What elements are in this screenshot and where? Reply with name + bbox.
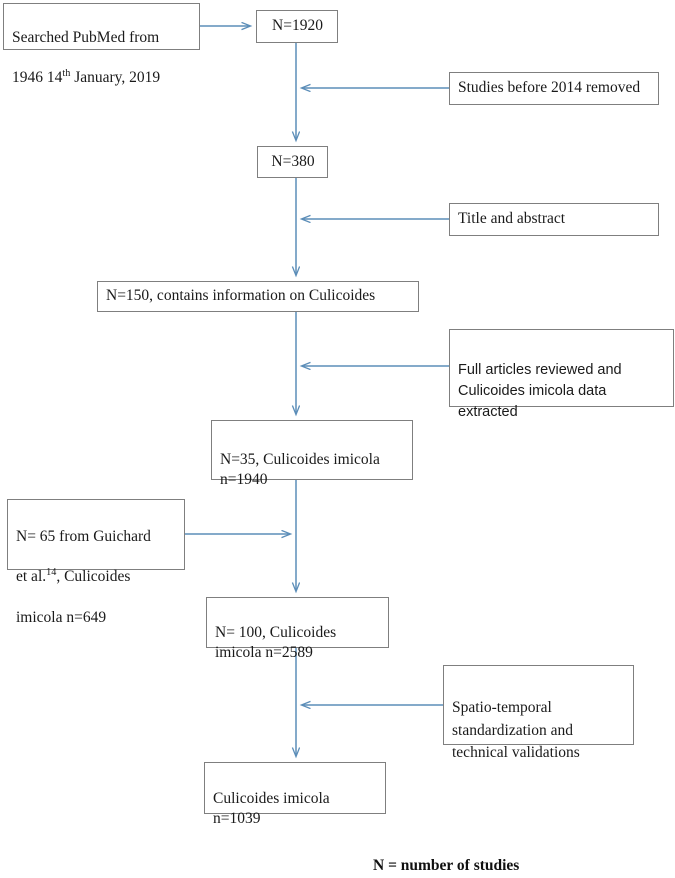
node-after-year: N=380: [257, 146, 328, 178]
final-dataset-label: Culicoides imicola n=1039: [213, 790, 330, 828]
node-filter-title-abstract: Title and abstract: [449, 203, 659, 236]
node-search-source: Searched PubMed from 1946 14th January, …: [3, 3, 200, 86]
filter-year-label: Studies before 2014 removed: [458, 79, 641, 97]
node-filter-year: Studies before 2014 removed: [449, 72, 659, 105]
node-after-title-abstract: N=150, contains information on Culicoide…: [97, 281, 419, 312]
after-full-text-label: N=35, Culicoides imicola n=1940: [220, 451, 380, 489]
node-after-full-text: N=35, Culicoides imicola n=1940: [211, 420, 413, 488]
added-guichard-line-1: N= 65 from Guichard: [16, 528, 151, 546]
legend: N = number of studies n = number of occu…: [373, 836, 598, 878]
total-records-label: N=1920: [272, 17, 323, 35]
node-final-dataset: Culicoides imicola n=1039: [204, 762, 386, 827]
after-merge-label: N= 100, Culicoides imicola n=2589: [215, 624, 337, 662]
node-total-records: N=1920: [256, 10, 338, 43]
added-guichard-line-2-post: , Culicoides: [56, 568, 131, 586]
node-filter-full-text: Full articles reviewed and Culicoides im…: [449, 329, 674, 420]
node-filter-validation: Spatio-temporal standardization and tech…: [443, 665, 634, 761]
added-guichard-line-3: imicola n=649: [16, 608, 107, 626]
legend-line-1: N = number of studies: [373, 857, 520, 875]
after-year-label: N=380: [271, 152, 315, 170]
search-source-line-1: Searched PubMed from: [12, 29, 160, 47]
search-source-line-2-pre: 1946 14: [12, 69, 63, 87]
search-source-line-2-post: January, 2019: [70, 69, 161, 87]
filter-full-text-label: Full articles reviewed and Culicoides im…: [458, 362, 622, 421]
node-added-guichard: N= 65 from Guichard et al.14, Culicoides…: [7, 499, 185, 626]
search-source-ordinal-suffix: th: [62, 68, 71, 80]
filter-title-abstract-label: Title and abstract: [458, 210, 566, 228]
node-after-merge: N= 100, Culicoides imicola n=2589: [206, 597, 389, 661]
after-title-abstract-label: N=150, contains information on Culicoide…: [106, 287, 376, 305]
added-guichard-line-2-pre: et al.: [16, 568, 47, 586]
filter-validation-label: Spatio-temporal standardization and tech…: [452, 699, 580, 762]
added-guichard-reference-number: 14: [46, 567, 57, 579]
